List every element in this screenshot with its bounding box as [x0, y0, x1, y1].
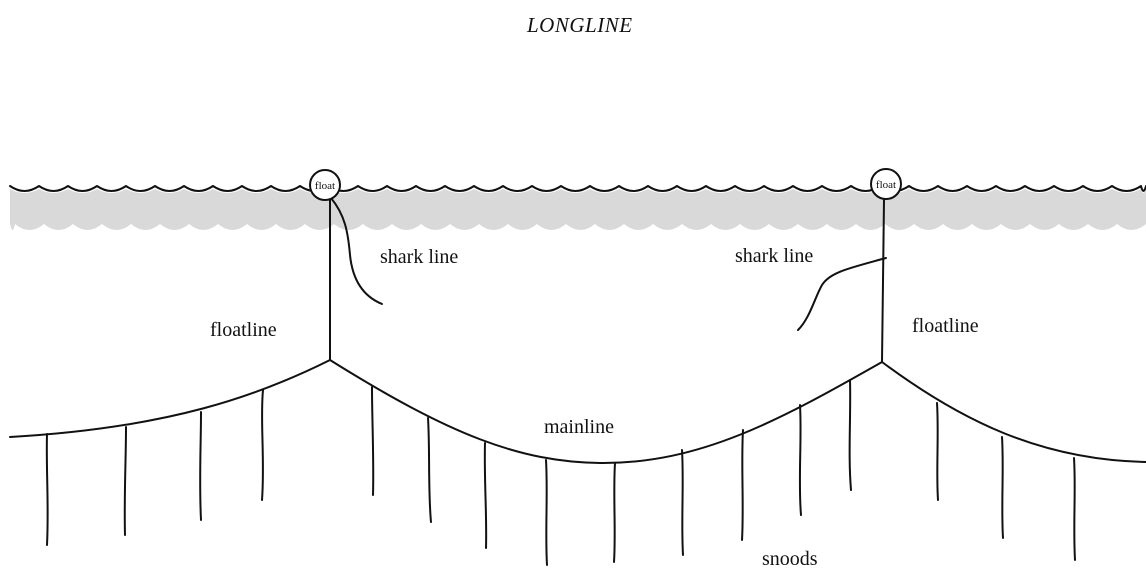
mainline-label: mainline: [544, 416, 614, 438]
floatline-left-label: floatline: [210, 319, 277, 341]
snood: [545, 459, 548, 566]
snoods-group: [45, 379, 1076, 566]
snood: [1073, 457, 1076, 561]
snood: [613, 462, 616, 563]
shark-line-right-line: [797, 257, 887, 331]
float-left-label: float: [315, 180, 335, 192]
snood: [936, 402, 939, 501]
water-surface-wave-line: [9, 185, 1146, 192]
float-right-label: float: [876, 179, 896, 191]
snood: [848, 379, 852, 491]
float-left: float: [309, 169, 341, 201]
diagram-title: LONGLINE: [527, 13, 633, 37]
snood: [371, 386, 375, 496]
snood: [261, 389, 264, 501]
shark-line-left-line: [330, 197, 383, 305]
snoods-label: snoods: [762, 548, 818, 570]
floatline-right-label: floatline: [912, 315, 979, 337]
snood: [123, 426, 127, 536]
snood: [45, 433, 49, 546]
snood: [681, 449, 684, 556]
snood: [427, 417, 432, 523]
snood: [741, 429, 744, 541]
water-surface-band: [10, 189, 1146, 230]
snood: [798, 404, 802, 516]
float-right: float: [870, 168, 902, 200]
shark-line-right-label: shark line: [735, 245, 814, 267]
shark-line-left-label: shark line: [380, 246, 459, 268]
snood: [1001, 436, 1004, 539]
mainline-line: [9, 359, 1146, 465]
floatline-right-line: [881, 199, 885, 363]
snood: [199, 411, 202, 521]
snood: [483, 442, 488, 549]
